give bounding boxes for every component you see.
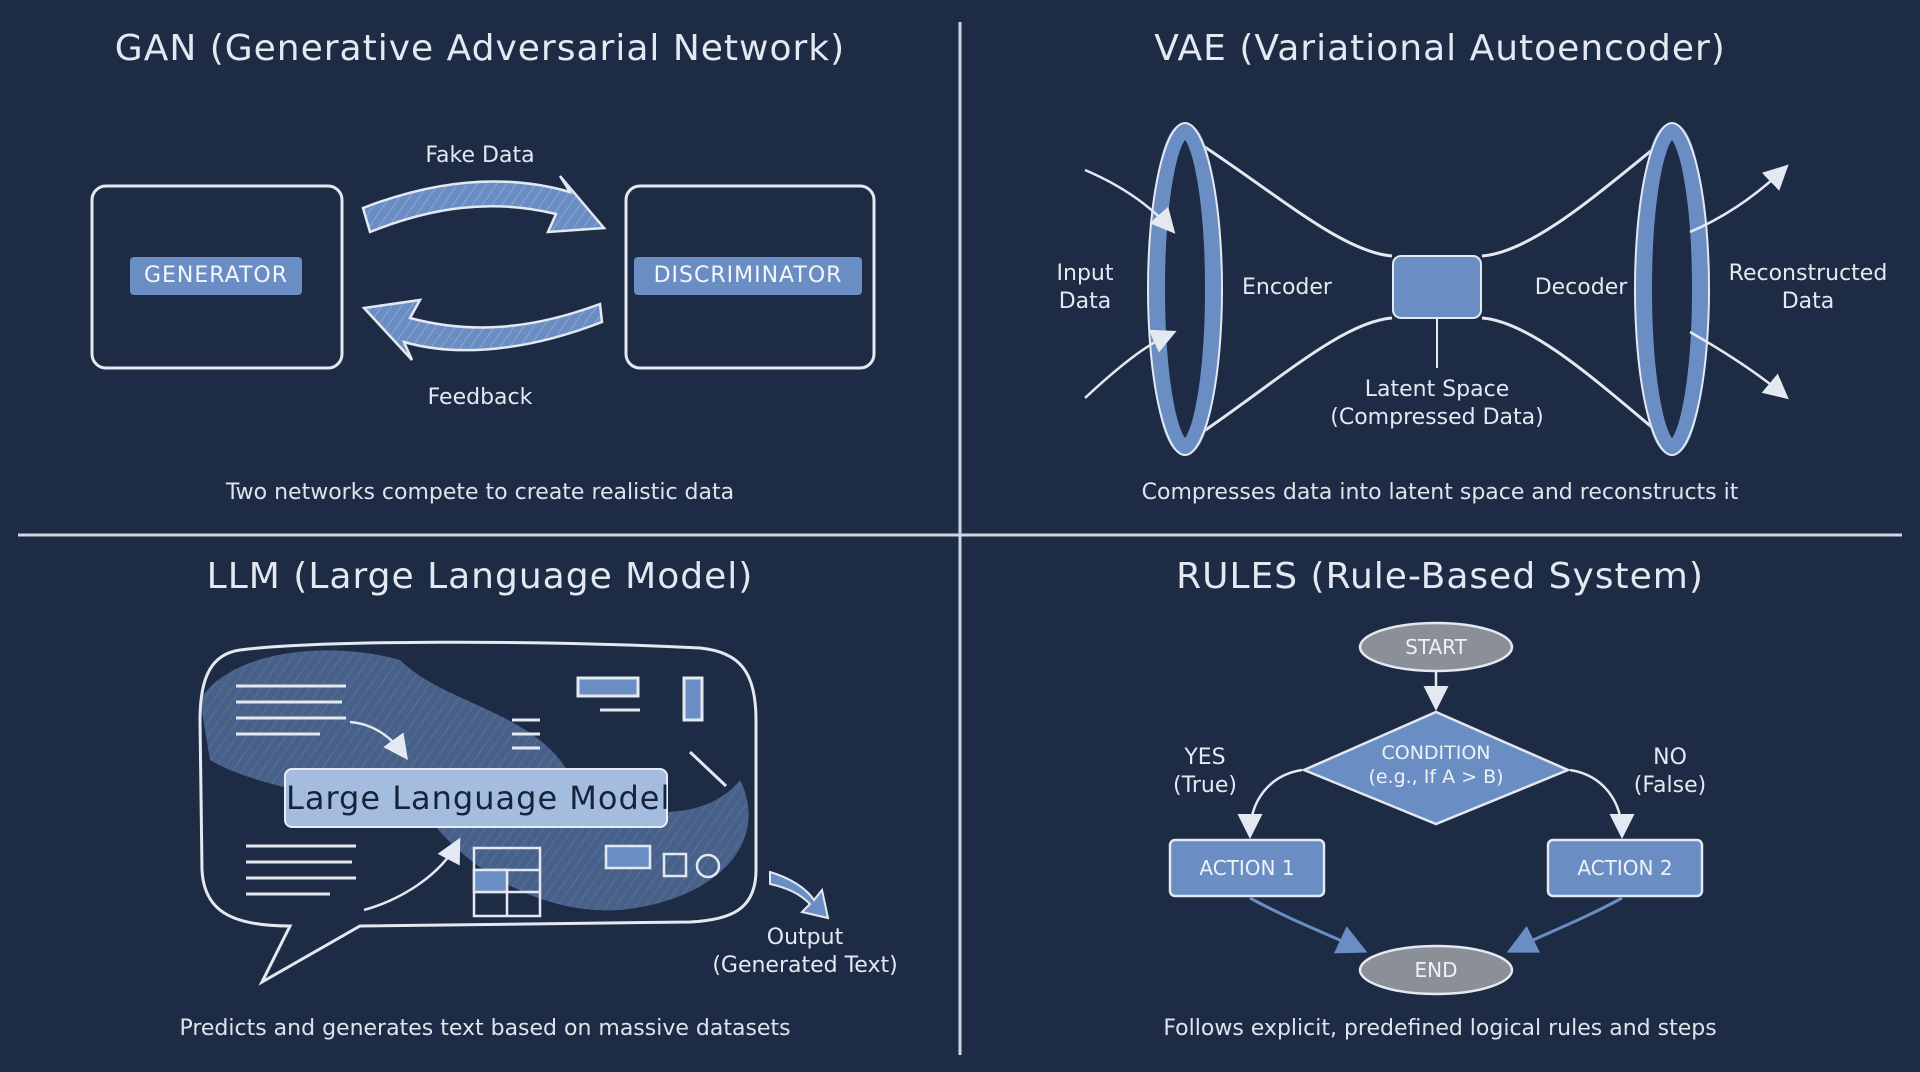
generator-box: [90, 184, 344, 370]
action2-node: [1546, 838, 1704, 898]
discriminator-label: DISCRIMINATOR: [634, 257, 862, 295]
symbols-icon: [512, 676, 728, 788]
grid-table-icon: [472, 844, 721, 918]
yes-branch-arrow: [1237, 768, 1303, 839]
start-label: START: [1405, 635, 1467, 659]
input-arrow-top: [1084, 168, 1176, 234]
vae-caption: Compresses data into latent space and re…: [1141, 480, 1739, 505]
llm-title: LLM (Large Language Model): [206, 556, 754, 597]
reconstructed-data-label: Reconstructed Data: [1728, 261, 1888, 314]
gan-caption: Two networks compete to create realistic…: [225, 480, 735, 505]
rules-title: RULES (Rule-Based System): [1176, 556, 1704, 597]
rising-arrow-icon: [363, 837, 461, 912]
llm-output-label: Output (Generated Text): [712, 925, 898, 978]
text-lines-icon: [236, 684, 346, 736]
encoder-label: Encoder: [1242, 275, 1332, 300]
output-ring: [1636, 123, 1708, 455]
action1-node: [1168, 838, 1326, 898]
feedback-arrow: [361, 298, 604, 361]
decoder-label: Decoder: [1534, 275, 1628, 300]
action2-label: ACTION 2: [1577, 856, 1673, 880]
end-label: END: [1414, 958, 1458, 982]
flow-arrow-icon: [349, 720, 408, 761]
llm-caption: Predicts and generates text based on mas…: [179, 1016, 791, 1041]
decoder-outline-top: [1481, 132, 1673, 258]
no-label: NO (False): [1633, 745, 1707, 798]
action1-to-end-arrow: [1249, 896, 1368, 954]
output-ring-outline: [1634, 122, 1710, 456]
action2-to-end-arrow: [1506, 896, 1623, 953]
action1-label: ACTION 1: [1199, 856, 1295, 880]
fake-data-arrow: [361, 175, 607, 234]
input-ring: [1149, 123, 1221, 455]
encoder-outline-top: [1184, 132, 1393, 258]
output-arrow-bottom: [1689, 330, 1789, 400]
encoder-outline-bottom: [1184, 316, 1393, 446]
input-arrow-bottom: [1084, 329, 1177, 399]
end-node: [1358, 944, 1514, 996]
output-arrow-icon: [769, 870, 830, 920]
condition-label: CONDITION (e.g., If A > B): [1368, 742, 1504, 788]
yes-label: YES (True): [1173, 745, 1237, 798]
vae-title: VAE (Variational Autoencoder): [1154, 28, 1726, 69]
speech-bubble: [198, 640, 758, 986]
latent-space-label: Latent Space (Compressed Data): [1330, 377, 1544, 430]
output-arrow-top: [1689, 164, 1789, 234]
feedback-label: Feedback: [427, 385, 533, 410]
rules-caption: Follows explicit, predefined logical rul…: [1163, 1016, 1717, 1041]
no-branch-arrow: [1569, 768, 1635, 839]
generator-label: GENERATOR: [130, 257, 302, 295]
decoder-outline-bottom: [1481, 316, 1673, 446]
input-ring-outline: [1147, 122, 1223, 456]
discriminator-box: [624, 184, 876, 370]
fake-data-label: Fake Data: [425, 143, 535, 168]
bottom-lines-icon: [246, 844, 356, 896]
vae-input-label: Input Data: [1056, 261, 1114, 314]
llm-model-label: Large Language Model: [284, 768, 669, 828]
start-node: [1358, 621, 1514, 673]
latent-space-node: [1392, 255, 1482, 319]
condition-node: [1300, 710, 1572, 826]
gan-title: GAN (Generative Adversarial Network): [114, 28, 846, 69]
